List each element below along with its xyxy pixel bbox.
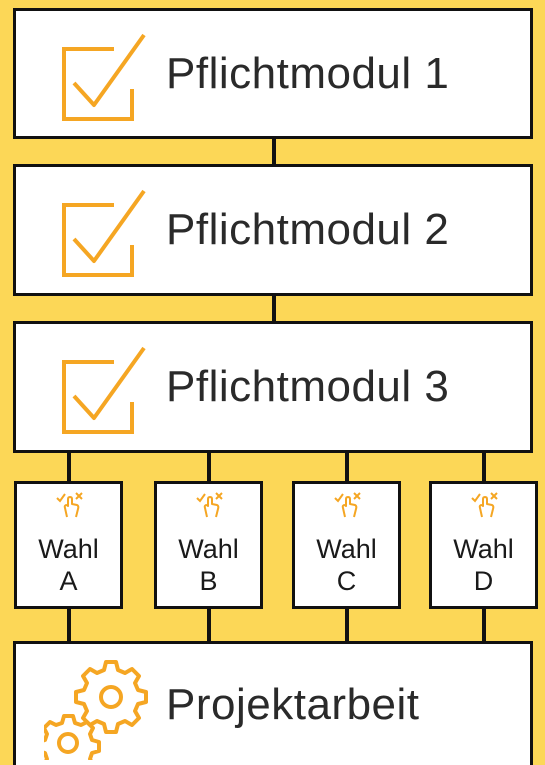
hand-choice-icon [56,492,83,518]
hand-choice-icon [196,492,223,518]
checkbox-check-icon [62,189,146,277]
elective-letter-a: A [59,566,78,596]
elective-word-b: Wahl [178,534,239,564]
elective-word-a: Wahl [38,534,99,564]
connector-c-project [345,608,349,643]
connector-a-project [67,608,71,643]
connector-b-project [207,608,211,643]
elective-letter-b: B [199,566,218,596]
hand-choice-icon [471,492,498,518]
checkbox-check-icon [62,346,146,434]
elective-box-b: Wahl B [154,481,263,609]
connector-3-c [345,452,349,482]
connector-1-2 [272,138,276,166]
connector-2-3 [272,295,276,323]
connector-3-a [67,452,71,482]
gears-icon [44,660,148,760]
elective-word-d: Wahl [453,534,514,564]
module-label-2: Pflichtmodul 2 [166,205,450,254]
module-label-3: Pflichtmodul 3 [166,362,450,411]
connector-3-d [482,452,486,482]
module-box-2: Pflichtmodul 2 [13,164,533,296]
project-label: Projektarbeit [166,679,420,729]
module-box-1: Pflichtmodul 1 [13,8,533,139]
connector-d-project [482,608,486,643]
elective-box-a: Wahl A [14,481,123,609]
elective-letter-d: D [473,566,494,596]
elective-letter-c: C [336,566,357,596]
checkbox-check-icon [62,33,146,121]
hand-choice-icon [334,492,361,518]
project-box: Projektarbeit [13,641,533,765]
connector-3-b [207,452,211,482]
elective-box-d: Wahl D [429,481,538,609]
module-box-3: Pflichtmodul 3 [13,321,533,453]
elective-box-c: Wahl C [292,481,401,609]
module-label-1: Pflichtmodul 1 [166,48,450,98]
elective-word-c: Wahl [316,534,377,564]
